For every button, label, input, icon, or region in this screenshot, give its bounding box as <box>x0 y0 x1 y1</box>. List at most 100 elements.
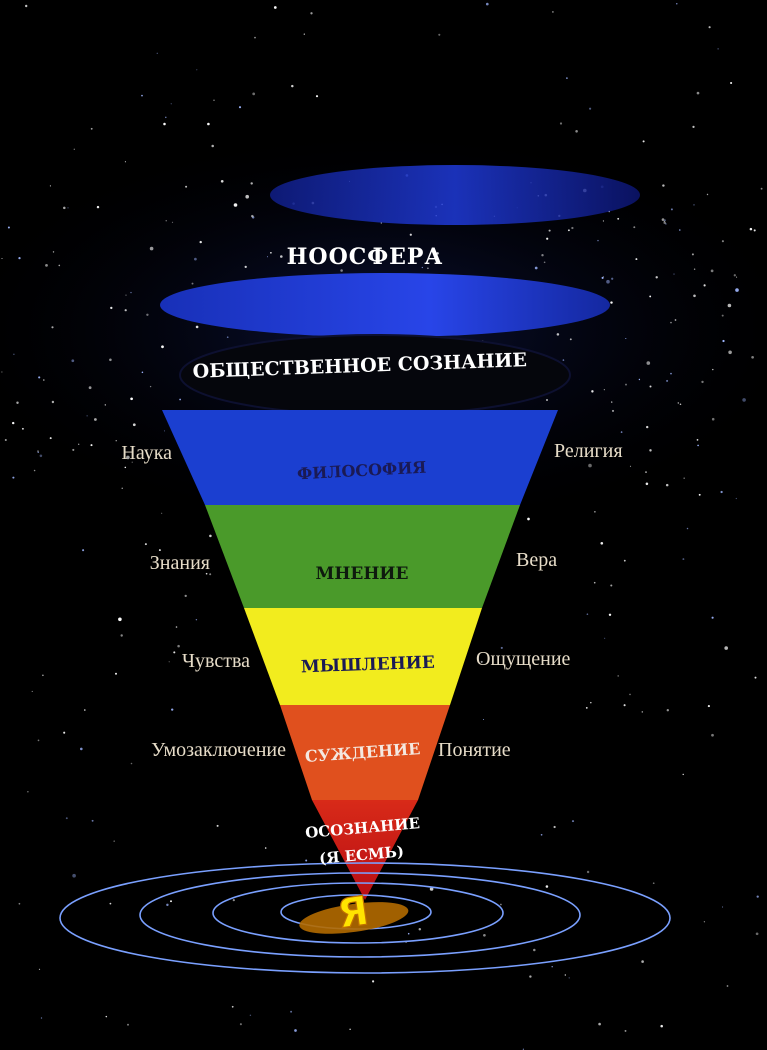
star <box>156 52 158 54</box>
star <box>633 226 636 229</box>
star <box>635 258 638 261</box>
star <box>594 511 596 513</box>
star <box>213 99 215 101</box>
star <box>617 675 620 677</box>
star <box>1 371 3 373</box>
star <box>586 870 590 874</box>
star <box>645 471 647 473</box>
label-sensation: Ощущение <box>476 648 571 670</box>
star <box>499 903 502 906</box>
star <box>693 268 696 270</box>
star <box>37 739 40 742</box>
star <box>649 295 652 298</box>
star <box>638 378 641 381</box>
star <box>438 33 441 36</box>
star <box>682 773 684 776</box>
star <box>40 1017 43 1019</box>
star <box>546 399 548 401</box>
star <box>721 240 724 243</box>
star <box>562 359 565 361</box>
star <box>82 549 85 552</box>
label-inference: Умозаключение <box>151 739 286 761</box>
star <box>27 791 29 793</box>
star <box>205 572 208 575</box>
star <box>593 581 596 584</box>
star <box>37 450 39 452</box>
star <box>195 325 199 329</box>
star <box>58 264 61 267</box>
star <box>38 376 41 379</box>
star <box>533 948 536 952</box>
star <box>727 303 732 308</box>
star <box>166 903 169 907</box>
star <box>254 36 256 39</box>
star <box>96 205 100 209</box>
star <box>666 379 669 382</box>
star <box>149 246 154 251</box>
star <box>184 594 187 598</box>
star <box>216 824 219 827</box>
star <box>623 704 626 707</box>
star <box>665 483 669 487</box>
star <box>373 261 376 264</box>
star <box>124 466 127 469</box>
star <box>696 439 699 441</box>
star <box>49 437 52 440</box>
noosphere-label: НООСФЕРА <box>287 244 444 270</box>
star <box>171 221 174 223</box>
star <box>209 534 212 538</box>
label-feelings: Чувства <box>182 650 250 672</box>
star <box>194 257 197 261</box>
star <box>698 493 701 496</box>
star <box>71 359 75 363</box>
star <box>84 709 86 711</box>
star <box>131 461 133 463</box>
star <box>252 92 256 96</box>
star <box>682 558 685 561</box>
star <box>290 1010 293 1013</box>
star <box>105 1015 108 1018</box>
star <box>724 646 728 650</box>
self-letter-symbol: Я <box>299 887 409 939</box>
star <box>429 887 434 891</box>
star <box>548 229 551 232</box>
star <box>161 512 163 514</box>
star <box>173 651 176 654</box>
star <box>589 107 592 110</box>
star <box>52 251 55 253</box>
star <box>130 762 133 765</box>
star <box>571 820 575 823</box>
star <box>649 385 652 388</box>
star <box>701 380 704 384</box>
star <box>649 449 652 452</box>
star <box>720 490 723 494</box>
star <box>483 933 486 937</box>
label-knowledge: Знания <box>149 552 210 574</box>
star <box>606 279 610 284</box>
label-religion: Религия <box>554 440 623 462</box>
star <box>646 425 649 429</box>
star <box>231 1005 234 1008</box>
self-letter-shadow <box>299 902 409 934</box>
star <box>566 77 568 79</box>
star <box>43 379 45 381</box>
noosphere-disk-middle <box>160 273 610 337</box>
star <box>250 182 253 185</box>
star <box>88 386 92 390</box>
star <box>125 294 127 296</box>
star <box>733 274 736 277</box>
star <box>251 214 254 218</box>
star <box>617 217 620 220</box>
star <box>545 885 549 888</box>
star <box>551 965 553 968</box>
star <box>623 559 626 562</box>
star <box>121 487 123 489</box>
star <box>645 482 649 486</box>
star <box>149 385 152 388</box>
star <box>18 902 21 905</box>
star <box>601 276 604 279</box>
star <box>7 226 10 229</box>
star <box>703 284 706 287</box>
star <box>730 81 733 85</box>
star <box>4 438 7 442</box>
